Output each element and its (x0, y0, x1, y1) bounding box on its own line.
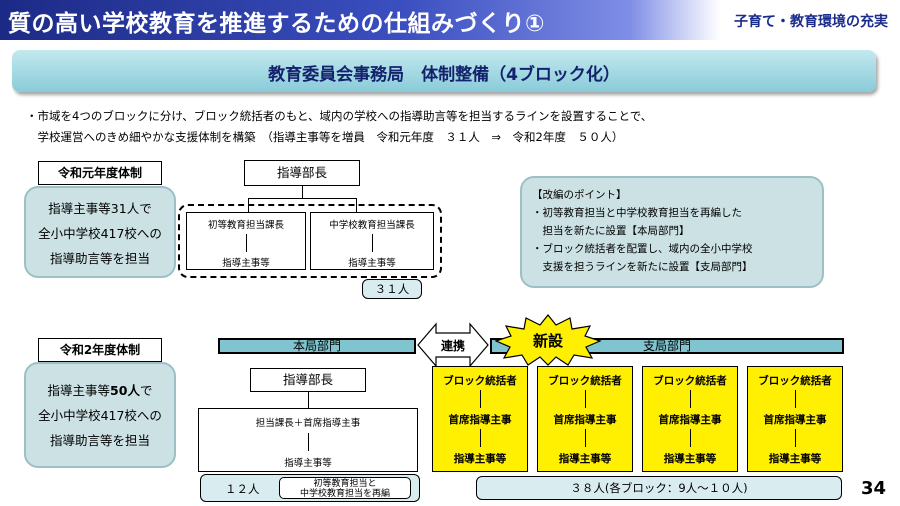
hq-note: 初等教育担当と 中学校教育担当を再編 (279, 477, 411, 499)
connector (584, 429, 586, 447)
after-summary: 指導主事等50人で 全小中学校417校への 指導助言等を担当 (24, 362, 176, 468)
summary-line: 指導主事等50人で (26, 378, 174, 403)
connector (371, 234, 373, 252)
block-leader: ブロック統括者 (758, 375, 832, 387)
connector (689, 390, 691, 408)
connector (248, 198, 356, 199)
section-staff: 指導主事等 (348, 258, 396, 269)
hq-section-box: 担当課長＋首席指導主事 指導主事等 (198, 408, 418, 472)
block-chief: 首席指導主事 (763, 414, 827, 426)
new-badge-label: 新設 (532, 332, 563, 350)
summary-line: 全小中学校417校への (38, 408, 162, 423)
connector (308, 392, 309, 408)
branch-count: ３８人(各ブロック：9人～１０人) (476, 476, 842, 500)
intro-line: ・市域を4つのブロックに分け、ブロック統括者のもと、域内の学校への指導助言等を担… (26, 109, 653, 123)
connector (794, 429, 796, 447)
connector (584, 390, 586, 408)
hq-note-line: 初等教育担当と (313, 479, 377, 489)
before-summary: 指導主事等31人で 全小中学校417校への 指導助言等を担当 (24, 186, 176, 278)
hq-head-box: 指導部長 (250, 368, 366, 392)
hq-dept-bar: 本局部門 (218, 338, 416, 354)
hq-staff: 指導主事等 (284, 458, 332, 469)
hq-note-line: 中学校教育担当を再編 (299, 489, 390, 499)
section-staff: 指導主事等 (222, 258, 270, 269)
intro-text: ・市域を4つのブロックに分け、ブロック統括者のもと、域内の学校への指導助言等を担… (26, 106, 652, 148)
points-line: ・初等教育担当と中学校教育担当を再編した (532, 207, 742, 219)
before-label: 令和元年度体制 (38, 161, 162, 185)
connector (689, 429, 691, 447)
block-chief: 首席指導主事 (553, 414, 617, 426)
summary-line: 指導助言等を担当 (49, 251, 150, 266)
summary-line: 指導主事等31人で (48, 201, 152, 216)
points-line: 支援を担うラインを新たに設置【支局部門】 (532, 261, 753, 273)
page-title: 質の高い学校教育を推進するための仕組みづくり① (8, 11, 545, 37)
before-head-box: 指導部長 (244, 160, 360, 186)
block-staff: 指導主事等 (558, 453, 612, 465)
link-label: 連携 (440, 339, 465, 353)
connector (479, 390, 481, 408)
connector (245, 234, 247, 252)
block-leader: ブロック統括者 (548, 375, 622, 387)
block-leader: ブロック統括者 (443, 375, 517, 387)
summary-prefix: 指導主事等 (47, 383, 111, 398)
block-box: ブロック統括者 首席指導主事 指導主事等 (747, 366, 843, 472)
block-leader: ブロック統括者 (653, 375, 727, 387)
block-chief: 首席指導主事 (658, 414, 722, 426)
intro-line: 学校運営へのきめ細やかな支援体制を構築 （指導主事等を増員 令和元年度 ３１人 … (26, 130, 624, 144)
hq-count: １２人 初等教育担当と 中学校教育担当を再編 (200, 474, 420, 502)
points-line: 担当を新たに設置【本局部門】 (532, 225, 690, 237)
subtitle: 教育委員会事務局 体制整備（4ブロック化） (268, 65, 620, 85)
connector (307, 433, 309, 451)
before-count: ３１人 (362, 279, 422, 299)
header-band (0, 0, 900, 40)
reform-points: 【改編のポイント】 ・初等教育担当と中学校教育担当を再編した 担当を新たに設置【… (520, 176, 824, 288)
section-title: 初等教育担当課長 (207, 220, 284, 231)
connector (302, 186, 303, 198)
block-staff: 指導主事等 (453, 453, 507, 465)
summary-line: 全小中学校417校への (38, 226, 162, 241)
section-box: 中学校教育担当課長 指導主事等 (310, 212, 434, 270)
staff-count-highlight: 50人 (110, 383, 140, 398)
hq-manager: 担当課長＋首席指導主事 (255, 418, 361, 429)
block-staff: 指導主事等 (663, 453, 717, 465)
block-staff: 指導主事等 (768, 453, 822, 465)
block-box: ブロック統括者 首席指導主事 指導主事等 (642, 366, 738, 472)
summary-line: 指導助言等を担当 (49, 433, 150, 448)
section-title: 中学校教育担当課長 (329, 220, 415, 231)
connector (794, 390, 796, 408)
block-chief: 首席指導主事 (448, 414, 512, 426)
page-number: 34 (860, 478, 886, 499)
new-badge-burst-icon (494, 314, 602, 366)
points-title: 【改編のポイント】 (532, 189, 627, 201)
hq-count-value: １２人 (225, 482, 260, 496)
connector (479, 429, 481, 447)
before-section-group (178, 204, 442, 278)
link-arrow-icon (417, 322, 489, 368)
category-label: 子育て・教育環境の充実 (734, 14, 888, 30)
after-label: 令和2年度体制 (38, 338, 162, 362)
block-box: ブロック統括者 首席指導主事 指導主事等 (432, 366, 528, 472)
section-box: 初等教育担当課長 指導主事等 (186, 212, 306, 270)
summary-suffix: で (139, 383, 153, 398)
block-box: ブロック統括者 首席指導主事 指導主事等 (537, 366, 633, 472)
subtitle-bar: 教育委員会事務局 体制整備（4ブロック化） (12, 50, 876, 92)
points-line: ・ブロック統括者を配置し、域内の全小中学校 (532, 243, 753, 255)
